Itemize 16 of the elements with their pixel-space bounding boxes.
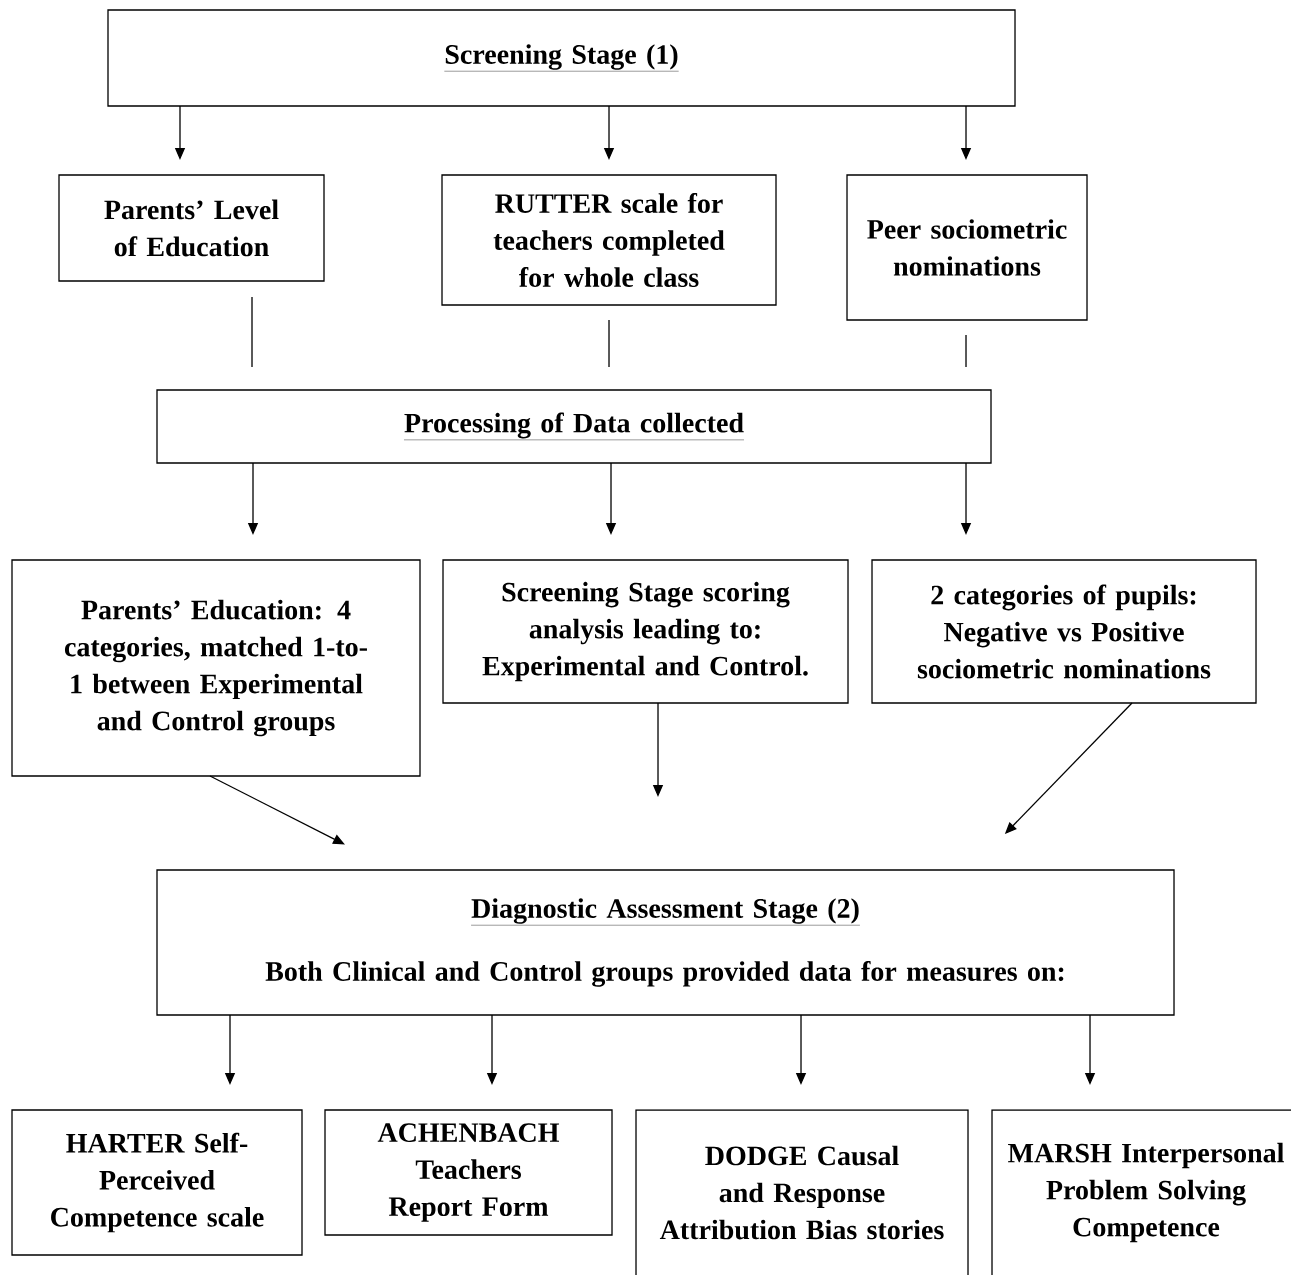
process-box: Screening Stage scoring analysis leading to: Experimental and Control.	[442, 559, 849, 704]
process-box: Parents’ Level of Education	[58, 174, 325, 282]
measure-box: HARTER Self-Perceived Competence scale	[11, 1109, 303, 1256]
connector-line	[965, 334, 967, 368]
process-box: Parents’ Education: 4 categories, matched 1-to-1 between Experimental and Control groups	[11, 559, 421, 777]
connector-line	[251, 296, 253, 368]
measure-box: MARSH Interpersonal Problem Solving Competence	[991, 1109, 1291, 1275]
measure-box: DODGE Causal and Response Attribution Bias stories	[635, 1109, 969, 1275]
process-box: Peer sociometric nominations	[846, 174, 1088, 321]
stage-box: Diagnostic Assessment Stage (2) Both Clinical and Control groups provided data for measures on:	[156, 869, 1175, 1016]
connector-line	[608, 319, 610, 368]
process-box: RUTTER scale for teachers completed for whole class	[441, 174, 777, 306]
process-box: 2 categories of pupils: Negative vs Positive sociometric nominations	[871, 559, 1257, 704]
process-box: Processing of Data collected	[156, 389, 992, 464]
measure-box: ACHENBACH Teachers Report Form	[324, 1109, 613, 1236]
stage-box: Screening Stage (1)	[107, 9, 1016, 107]
